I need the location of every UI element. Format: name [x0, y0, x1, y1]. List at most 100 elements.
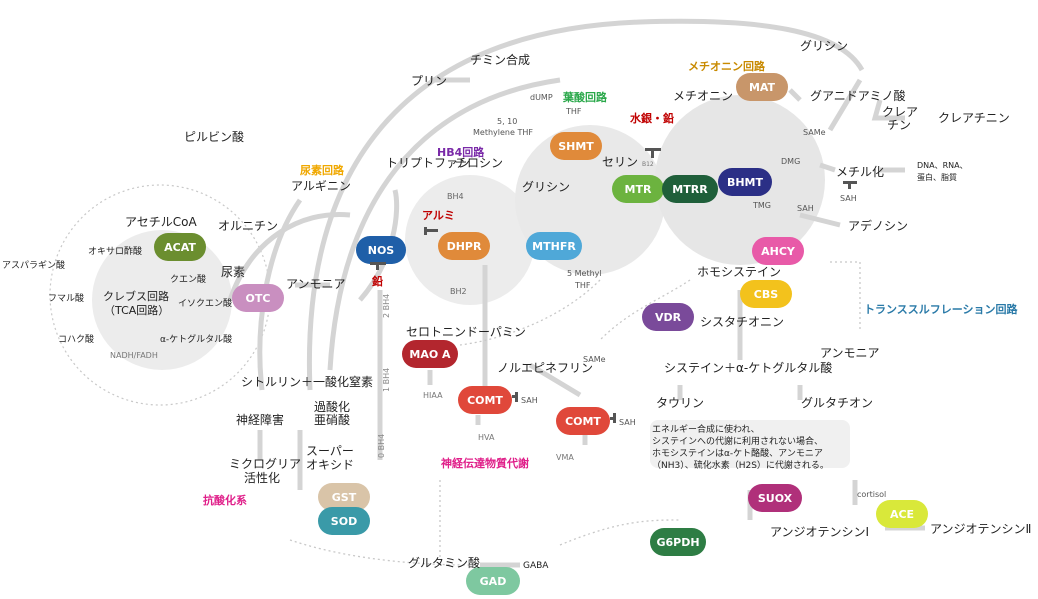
enzyme-dhpr[interactable]: DHPR [438, 232, 490, 260]
label-5methyl-thf: THF [574, 281, 591, 290]
label-noradrenaline: ノルエピネフリン [497, 361, 593, 375]
label-angiotensin-1: アンジオテンシンⅠ [770, 525, 869, 539]
label-ammonia-2: アンモニア [820, 346, 880, 360]
enzyme-bhmt[interactable]: BHMT [718, 168, 772, 196]
label-urea: 尿素 [221, 265, 245, 279]
enzyme-g6pdh[interactable]: G6PDH [650, 528, 706, 556]
enzyme-maoa[interactable]: MAO A [402, 340, 458, 368]
label-hiaa: HIAA [423, 391, 443, 400]
enzyme-vdr[interactable]: VDR [642, 303, 694, 331]
enzyme-shmt[interactable]: SHMT [550, 132, 602, 160]
label-akg: α-ケトグルタル酸 [160, 333, 232, 345]
label-creatinine: クレアチニン [938, 111, 1010, 125]
note-line-4: （NH3）、硫化水素（H2S）に代謝される。 [652, 459, 829, 471]
metal-lead: 鉛 [372, 274, 383, 288]
enzymes: ACAT OTC NOS DHPR MTHFR SHMT MTR MTRR BH… [154, 73, 928, 595]
svg-text:SUOX: SUOX [758, 492, 793, 505]
label-protein: 蛋白、脂質 [917, 172, 957, 182]
svg-text:ACAT: ACAT [164, 241, 196, 254]
section-urea: 尿素回路 [300, 163, 345, 177]
inhibitor-t-icon [370, 262, 386, 270]
enzyme-nos[interactable]: NOS [356, 236, 406, 264]
label-ammonia-1: アンモニア [286, 277, 346, 291]
label-citrate: クエン酸 [170, 274, 206, 285]
svg-text:COMT: COMT [565, 415, 601, 428]
label-cystathionine: シスタチオニン [700, 315, 784, 329]
label-ornithine: オルニチン [218, 219, 278, 233]
label-serine: セリン [602, 155, 638, 169]
dotted-transsulfuration [830, 261, 861, 330]
svg-text:GST: GST [332, 491, 357, 504]
enzyme-gad[interactable]: GAD [466, 567, 520, 595]
label-super: スーパー [306, 444, 354, 458]
label-b12: B12 [642, 161, 654, 168]
enzyme-cbs[interactable]: CBS [740, 280, 792, 308]
label-microglia: ミクログリア [229, 457, 301, 471]
svg-text:MAT: MAT [749, 81, 776, 94]
label-citrulline: シトルリン＋一酸化窒素 [241, 374, 373, 389]
label-glycine-1: グリシン [522, 180, 570, 194]
svg-text:SOD: SOD [331, 515, 357, 528]
enzyme-ahcy[interactable]: AHCY [752, 237, 804, 265]
enzyme-mtr[interactable]: MTR [612, 175, 664, 203]
dotted-vdr-serotonin [459, 279, 601, 346]
arrow-glycine [827, 78, 863, 132]
label-methionine: メチオニン [673, 89, 733, 103]
label-2bh4: 2 BH4 [382, 294, 391, 318]
dotted-glutamate [289, 539, 471, 566]
enzyme-mtrr[interactable]: MTRR [662, 175, 718, 203]
arrow-methionine-mat [788, 88, 802, 102]
label-tyrosine: チロシン [455, 156, 503, 170]
enzyme-acat[interactable]: ACAT [154, 233, 206, 261]
enzyme-mat[interactable]: MAT [736, 73, 788, 101]
enzyme-ace[interactable]: ACE [876, 500, 928, 528]
label-serotonin: セロトニン [406, 325, 466, 339]
label-glutamate: グルタミン酸 [408, 555, 480, 570]
enzyme-mthfr[interactable]: MTHFR [526, 232, 582, 260]
label-tryptophan: トリプトファン [386, 156, 470, 170]
svg-text:VDR: VDR [655, 311, 682, 324]
section-folate: 葉酸回路 [562, 90, 608, 104]
enzyme-suox[interactable]: SUOX [748, 484, 802, 512]
enzyme-otc[interactable]: OTC [232, 284, 284, 312]
label-sah-1: SAH [521, 396, 538, 405]
enzyme-comt-2[interactable]: COMT [556, 407, 610, 435]
enzyme-sod[interactable]: SOD [318, 507, 370, 535]
dotted-sam [599, 279, 691, 341]
label-methylene-510: 5, 10 [497, 117, 517, 126]
label-fumarate: フマル酸 [48, 293, 84, 304]
label-tca: （TCA回路） [104, 304, 169, 317]
enzyme-gst[interactable]: GST [318, 483, 370, 511]
arrow-noradrenaline [528, 362, 582, 398]
label-purine: プリン [411, 74, 447, 88]
metal-mercury-lead: 水銀・鉛 [630, 111, 674, 125]
section-transsulfuration: トランススルフレーション回路 [864, 302, 1019, 316]
label-hva: HVA [478, 433, 495, 442]
metal-aluminum: アルミ [422, 209, 455, 222]
label-krebs: クレブス回路 [103, 289, 169, 303]
svg-text:BHMT: BHMT [727, 176, 764, 189]
svg-text:MTR: MTR [625, 183, 652, 196]
label-dopamine: ドーパミン [466, 325, 526, 339]
svg-text:MTHFR: MTHFR [532, 240, 576, 253]
arrow-creatine [871, 99, 905, 121]
inhibitor-t-icon [843, 181, 857, 189]
label-sah-2: SAH [619, 418, 636, 427]
label-cysteine: システイン＋α-ケトグルタル酸 [664, 360, 832, 375]
metal-labels: アルミ 鉛 水銀・鉛 [372, 111, 674, 288]
label-bh4: BH4 [447, 192, 464, 201]
label-isocitrate: イソクエン酸 [178, 298, 232, 309]
label-same-2: SAMe [803, 128, 826, 137]
label-5methyl: 5 Methyl [567, 269, 602, 278]
section-antioxidant: 抗酸化系 [203, 493, 247, 507]
label-creatine-2: チン [887, 118, 911, 132]
arrow-adenosine [799, 212, 841, 228]
label-dna: DNA、RNA、 [917, 161, 968, 170]
label-activation: 活性化 [244, 471, 280, 485]
enzyme-comt-1[interactable]: COMT [458, 386, 512, 414]
svg-text:MAO A: MAO A [409, 348, 451, 361]
label-1bh4: 1 BH4 [382, 368, 391, 392]
dotted-connectors [289, 261, 861, 566]
svg-text:NOS: NOS [368, 244, 395, 257]
label-dump: dUMP [530, 93, 553, 102]
